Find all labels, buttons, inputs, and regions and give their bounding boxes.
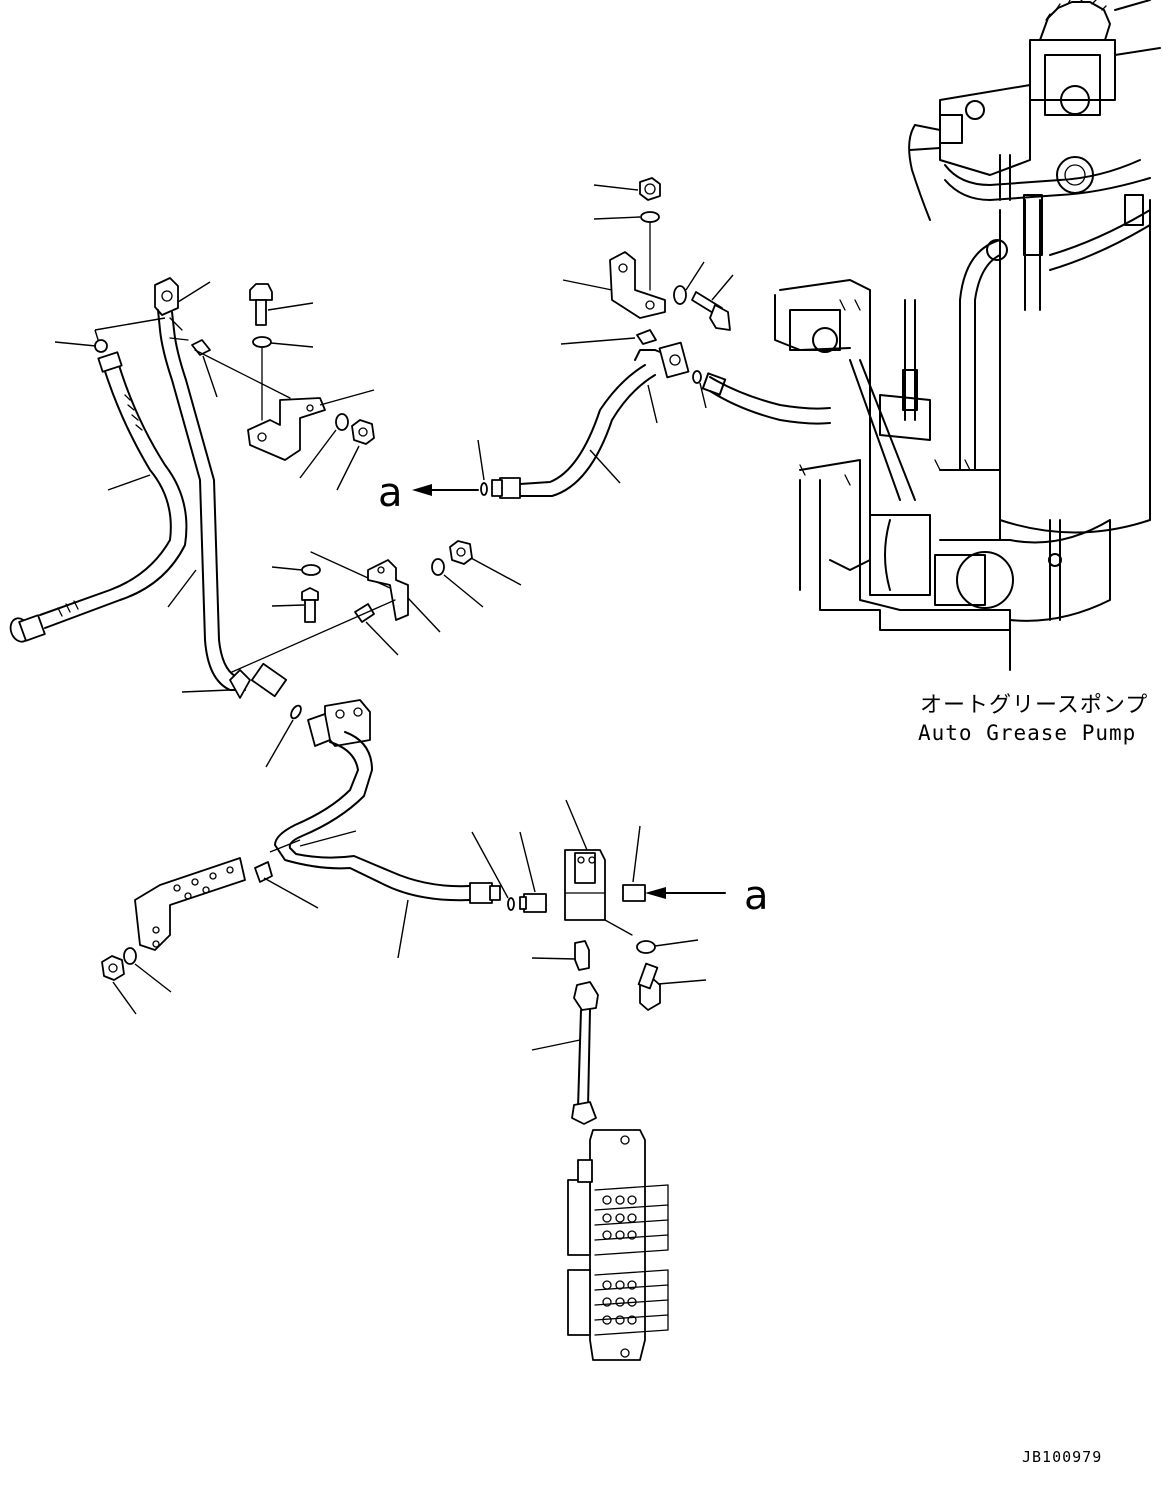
connection-ref-a-top: a bbox=[378, 470, 403, 516]
lower-pipe-assembly bbox=[101, 662, 547, 1015]
upper-left-pipe-assembly bbox=[9, 277, 375, 691]
auto-grease-pump-assembly bbox=[774, 0, 1161, 671]
divider-valve-outlets bbox=[594, 1184, 669, 1336]
pump-label-japanese: オートグリースポンプ bbox=[920, 693, 1148, 718]
middle-bracket-assembly bbox=[231, 540, 522, 673]
pump-outlet-hose bbox=[701, 372, 831, 425]
pump-label-english: Auto Grease Pump bbox=[918, 721, 1136, 745]
upper-right-bracket-assembly: a bbox=[378, 177, 734, 516]
junction-and-manifold-assembly: a bbox=[531, 799, 769, 1361]
drawing-number: JB100979 bbox=[1022, 1448, 1102, 1466]
connection-ref-a-bottom: a bbox=[744, 873, 769, 919]
